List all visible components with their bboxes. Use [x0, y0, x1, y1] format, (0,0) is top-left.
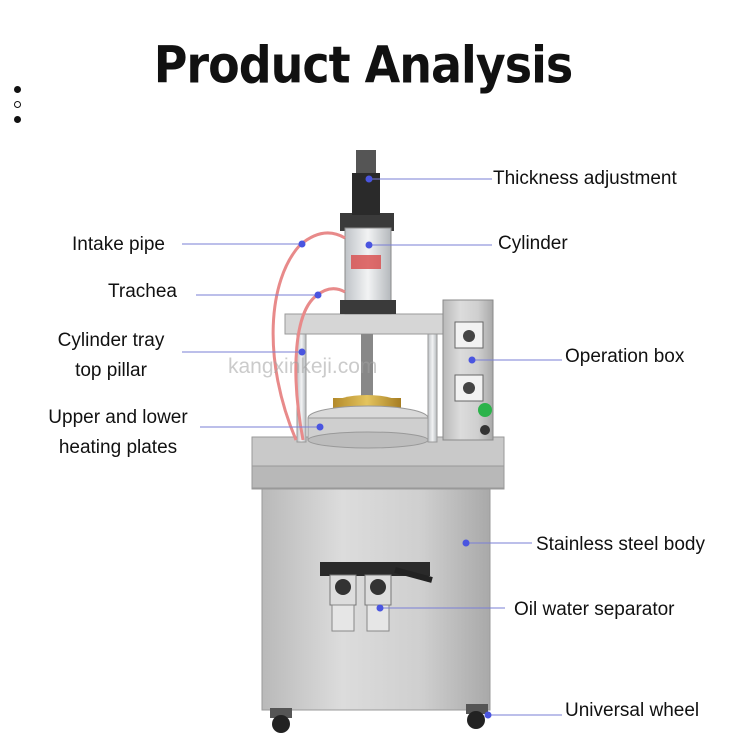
marker-dot: [298, 348, 306, 356]
label-cylinder-tray: Cylinder tray top pillar: [40, 326, 182, 386]
trachea-pipe: [294, 287, 346, 441]
marker-dot: [365, 241, 373, 249]
label-stainless-steel-body: Stainless steel body: [536, 534, 705, 555]
green-button: [478, 403, 492, 417]
label-cylinder: Cylinder: [498, 233, 568, 254]
watermark-text: kangxinkeji.com: [228, 355, 378, 378]
label-heating-plates: Upper and lower heating plates: [30, 403, 206, 463]
label-heating-plates-line2: heating plates: [58, 437, 178, 458]
marker-dot: [316, 423, 324, 431]
bullet-dot: [14, 101, 21, 108]
label-cylinder-tray-line1: Cylinder tray: [57, 330, 165, 351]
wheel-right: [466, 704, 488, 729]
marker-dot: [365, 175, 373, 183]
label-universal-wheel: Universal wheel: [565, 700, 700, 721]
cylinder-tray: [284, 313, 446, 335]
label-cylinder-tray-line2: top pillar: [75, 360, 147, 381]
wheel-left: [270, 708, 292, 733]
marker-dot: [298, 240, 306, 248]
marker-dot: [462, 539, 470, 547]
marker-dot: [314, 291, 322, 299]
marker-dot: [376, 604, 384, 612]
marker-dot: [468, 356, 476, 364]
label-operation-box: Operation box: [565, 346, 685, 367]
label-oil-water-separator: Oil water separator: [514, 599, 675, 620]
thickness-rod: [356, 150, 376, 175]
label-trachea: Trachea: [108, 281, 177, 302]
label-thickness-adjustment: Thickness adjustment: [493, 168, 677, 189]
label-heating-plates-line1: Upper and lower: [48, 407, 188, 428]
operation-box: [442, 299, 494, 441]
page-title: Product Analysis: [153, 35, 574, 95]
bullet-dot: [14, 116, 21, 123]
oil-water-separator: [320, 562, 433, 632]
marker-dot: [484, 711, 492, 719]
pillar-right: [427, 331, 438, 443]
bullet-dot: [14, 86, 21, 93]
decorative-bullets: [14, 86, 21, 131]
intake-pipe: [271, 231, 346, 441]
label-intake-pipe: Intake pipe: [72, 234, 165, 255]
